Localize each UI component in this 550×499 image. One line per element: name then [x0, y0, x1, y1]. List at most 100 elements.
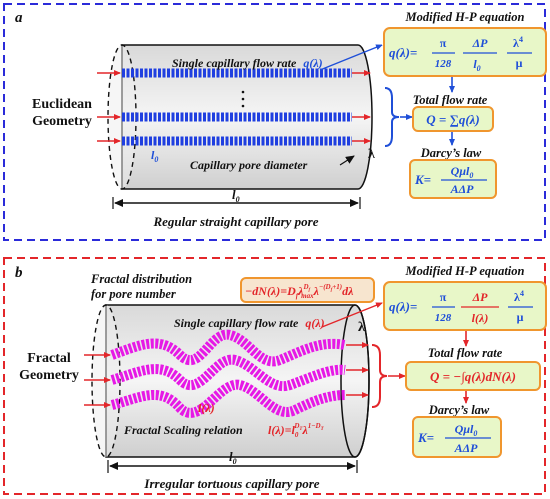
single-flow-symbol: q(λ) [305, 316, 324, 330]
svg-text:l0: l0 [473, 57, 480, 73]
hp-f2-num: ΔP [472, 36, 489, 50]
hp-f2-den: l(λ) [472, 311, 489, 325]
lambda-label: λ [368, 147, 375, 162]
fd-c-sup-sub: f [331, 288, 334, 293]
tortuous-capillary [110, 379, 346, 418]
hp-f3-den: μ [517, 310, 524, 324]
vertical-ellipsis [241, 90, 245, 108]
modified-hp-title: Modified H-P equation [405, 264, 525, 278]
single-flow-label: Single capillary flow rate [172, 56, 297, 70]
panel-b-border [3, 257, 546, 495]
svg-text:Qμl0: Qμl0 [451, 164, 474, 180]
fs-b-sup: 1−D [308, 422, 321, 430]
svg-text:λ4: λ4 [513, 35, 523, 50]
fs-a-sup: D [293, 422, 299, 430]
panel-a: a Euclidean Geometry Single capillary fl… [3, 3, 547, 241]
geometry-label-line1: Euclidean [32, 97, 92, 112]
geometry-label-line2: Geometry [19, 368, 79, 383]
fd-b: λ [297, 284, 304, 298]
geometry-label-line1: Fractal [27, 351, 71, 366]
fd-a: −dN(λ)=D [245, 284, 296, 298]
modified-hp-equation-box: q(λ)= π 128 ΔP l0 λ4 μ [383, 27, 547, 77]
darcy-title: Darcy’s law [428, 403, 490, 417]
darcy-num-sub: 0 [469, 171, 473, 180]
collect-brace [384, 87, 400, 147]
cylinder-inlet-ellipse [91, 304, 121, 458]
panel-b: b Fractal Geometry Fractal distribution … [3, 257, 547, 495]
total-flow-eq: Q = ∑q(λ) [426, 112, 480, 127]
pore-diameter-label: Capillary pore diameter [190, 158, 308, 172]
arrow-to-hp [321, 302, 383, 328]
hp-f3-num: λ [513, 36, 519, 50]
hp-f1-num: π [440, 36, 447, 50]
fs-a: l(λ)=l [268, 423, 295, 437]
collect-brace [371, 344, 388, 408]
fd-b-sup: D [302, 283, 308, 291]
hp-f2-den: l [473, 57, 477, 71]
svg-text:Single capillary flow rate: Single capillary flow rate q(λ) [172, 56, 323, 70]
length-sub: 0 [233, 457, 237, 466]
fd-c-sup: −(D [319, 283, 331, 291]
svg-text:l0: l0 [229, 449, 237, 466]
l-lambda-label: l(λ) [198, 401, 215, 415]
total-flow-equation-box: Q = −∫q(λ)dN(λ) [405, 361, 541, 391]
fractal-scaling-label: Fractal Scaling relation [123, 423, 243, 437]
total-flow-eq: Q = −∫q(λ)dN(λ) [430, 369, 516, 385]
fd-c-sup-end: +1) [332, 283, 342, 291]
fd-d: dλ [342, 284, 354, 298]
darcy-num-sub: 0 [473, 429, 477, 438]
svg-text:l0: l0 [151, 148, 158, 164]
fd-b-sub: max [301, 292, 314, 300]
fd-b-sup-sub: f [309, 288, 312, 293]
fd-a-sub: f [296, 292, 299, 300]
caption: Regular straight capillary pore [152, 214, 318, 229]
straight-capillaries [97, 68, 371, 146]
total-flow-equation-box: Q = ∑q(λ) [412, 106, 494, 132]
fractal-dist-line1: Fractal distribution [90, 272, 192, 286]
l0-inside-sub: 0 [154, 155, 158, 164]
darcy-den: AΔP [454, 441, 479, 455]
hp-f1-den: 128 [435, 58, 452, 70]
length-sub: 0 [236, 195, 240, 204]
svg-text:Qμl0: Qμl0 [455, 422, 478, 438]
darcy-title: Darcy’s law [420, 146, 482, 160]
single-flow-symbol: q(λ) [303, 56, 322, 70]
tortuous-capillaries [84, 329, 369, 418]
darcy-den: AΔP [450, 182, 475, 196]
panel-a-border [3, 3, 546, 241]
tortuous-capillary [110, 354, 346, 392]
darcy-num: Qμl [451, 164, 470, 178]
fractal-dist-line2: for pore number [91, 287, 176, 301]
arrow-to-hp [319, 44, 383, 71]
panel-b-label: b [15, 265, 23, 281]
darcy-lhs: K= [414, 172, 431, 187]
fs-a-sub: 0 [295, 431, 299, 439]
panel-a-label: a [15, 10, 23, 26]
svg-text:λ4: λ4 [514, 289, 524, 304]
l0-inside: l [151, 148, 155, 162]
modified-hp-equation-box: q(λ)= π 128 ΔP l(λ) λ4 μ [383, 281, 547, 331]
hp-f1-num: π [440, 290, 447, 304]
fs-a-sup-sub: T [299, 427, 303, 432]
lambda-label: λ [358, 320, 365, 335]
hp-f2-num: ΔP [472, 290, 489, 304]
fs-b-sup-sub: T [321, 427, 325, 432]
length-label: l [229, 449, 233, 464]
fractal-scaling-eq: l(λ)=l0DTλ1−DT [268, 422, 325, 439]
hp-f3-num: λ [514, 290, 520, 304]
fd-c: λ [313, 284, 320, 298]
svg-text:l0: l0 [232, 187, 240, 204]
modified-hp-title: Modified H-P equation [405, 10, 525, 24]
hp-f3-num-sup: 4 [520, 289, 524, 298]
darcy-lhs: K= [417, 430, 434, 445]
fs-b: λ [301, 423, 308, 437]
svg-text:Single capillary flow rate: Single capillary flow rate q(λ) [174, 316, 325, 330]
cylinder-outlet-ellipse [340, 304, 370, 458]
svg-text:Fractal Scaling relation: Fractal Scaling relation [123, 423, 243, 437]
darcy-equation-box: K= Qμl0 AΔP [409, 159, 497, 199]
hp-f2-den-sub: 0 [477, 64, 481, 73]
darcy-num: Qμl [455, 422, 474, 436]
